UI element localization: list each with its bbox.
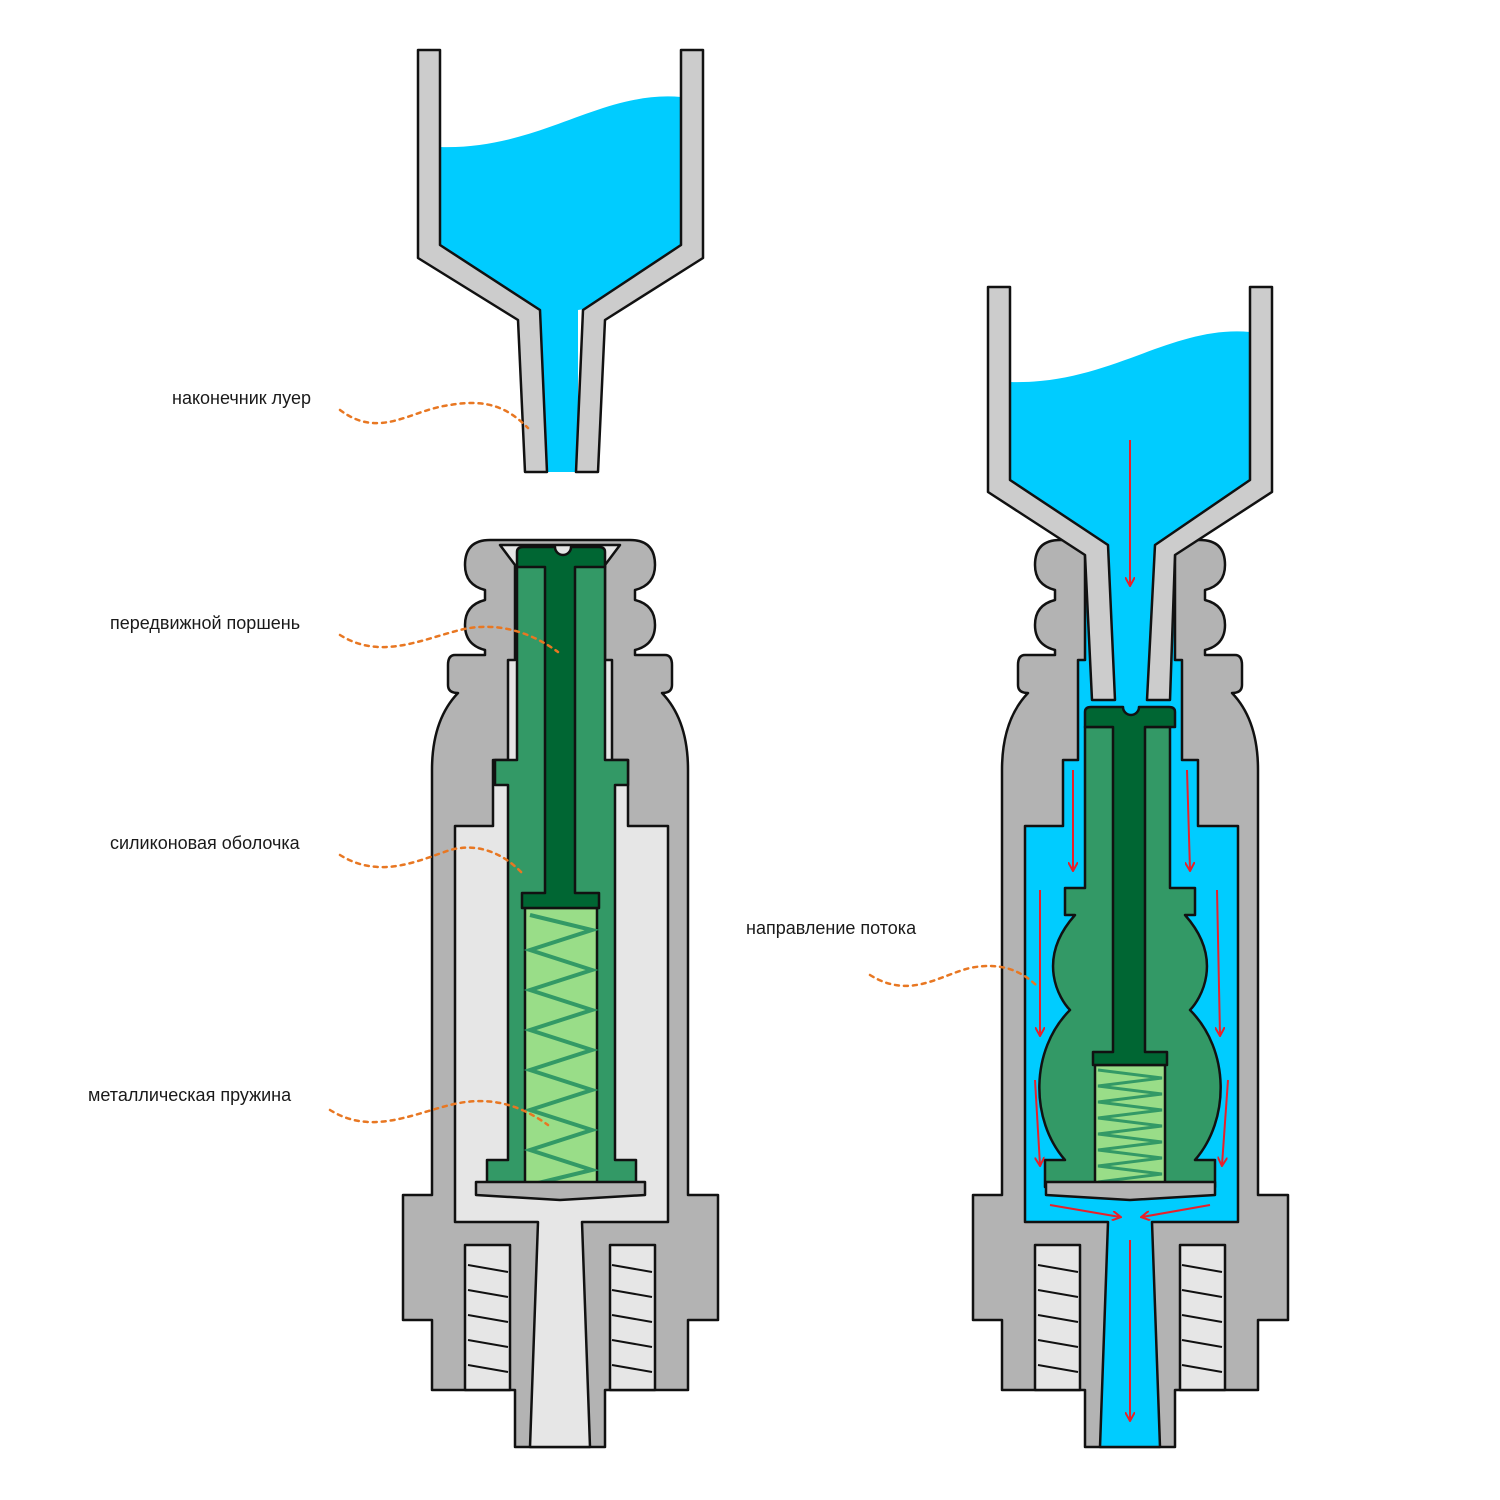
arrow-right (1049, 1204, 1120, 1217)
metal-spring (523, 913, 600, 1187)
needleless-valve-closed (401, 538, 720, 1449)
label-flow-direction: направление потока (746, 918, 917, 938)
leader-flow (868, 964, 1038, 987)
label-silicone-shell: силиконовая оболочка (110, 833, 300, 853)
leader-piston (338, 625, 560, 654)
label-movable-piston: передвижной поршень (110, 613, 301, 633)
label-luer-tip: наконечник луер (172, 388, 311, 408)
needleless-valve-open (971, 538, 1290, 1449)
arrow-down (1187, 769, 1190, 870)
arrow-down (1034, 1079, 1040, 1165)
label-metal-spring: металлическая пружина (88, 1085, 292, 1105)
metal-spring-compressed (1097, 1068, 1163, 1184)
arrow-down (1222, 1079, 1229, 1165)
movable-piston-pressed (1083, 705, 1177, 1067)
luer-syringe-left (416, 48, 705, 474)
leader-silicone (338, 846, 524, 875)
arrow-down (1217, 889, 1220, 1035)
leader-spring (328, 1099, 550, 1127)
leader-luer-tip (338, 401, 530, 430)
flow-arrows (1034, 440, 1229, 1420)
arrow-left (1142, 1204, 1211, 1217)
movable-piston (515, 545, 607, 910)
